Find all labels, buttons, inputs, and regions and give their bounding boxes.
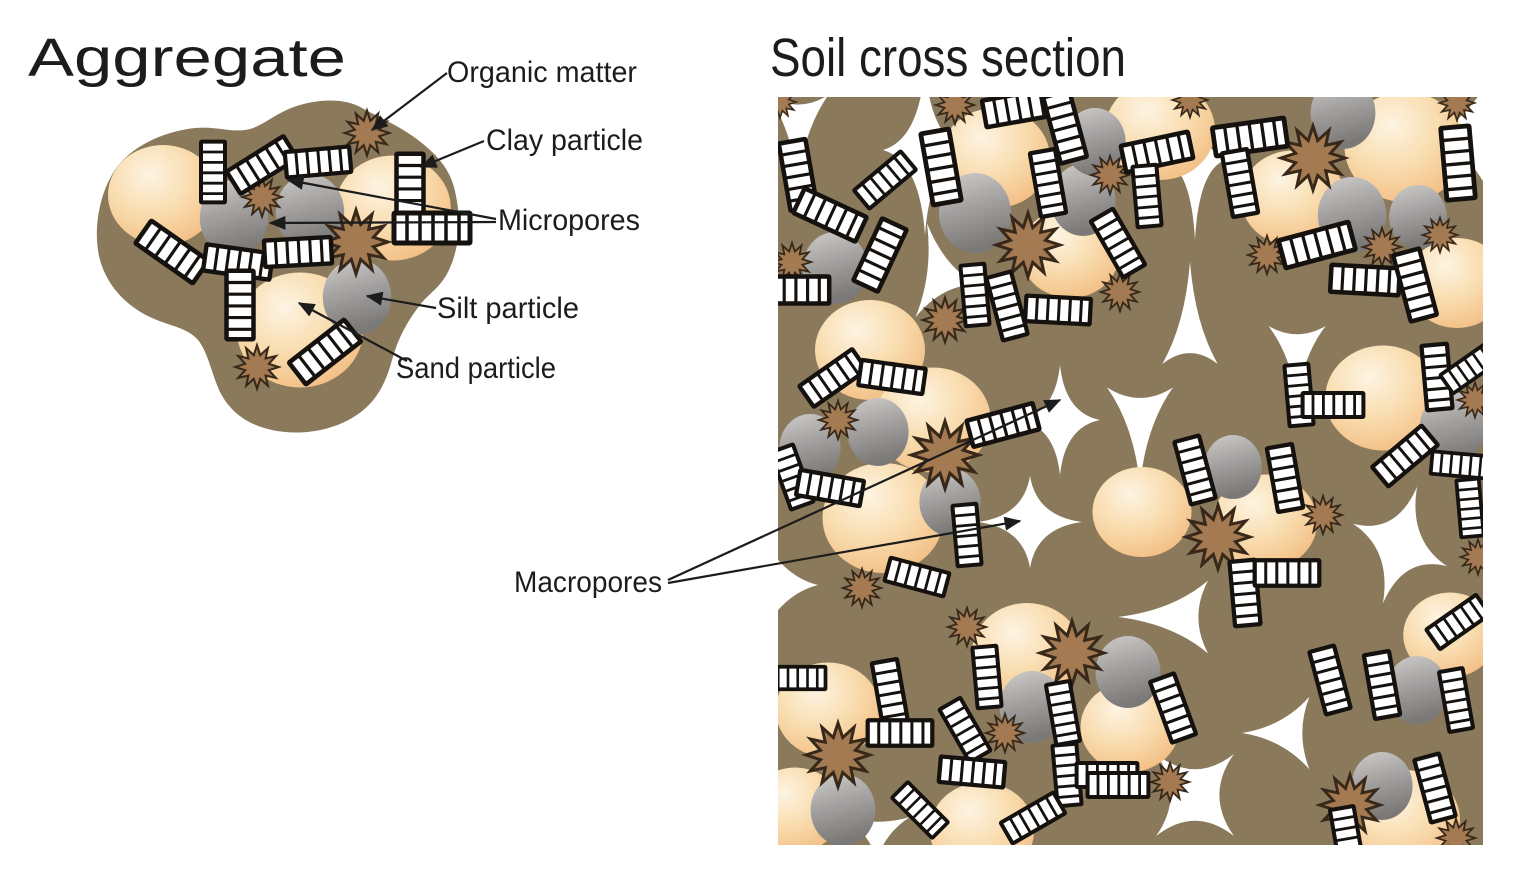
clay-particle bbox=[1132, 165, 1161, 228]
label-micropores: Micropores bbox=[498, 204, 640, 237]
aggregate-arrows bbox=[268, 72, 497, 362]
clay-particle bbox=[285, 146, 352, 177]
clay-particle bbox=[778, 664, 828, 692]
clay-particle bbox=[1428, 449, 1483, 481]
cross-section-panel: Soil cross section Macropores bbox=[514, 28, 1483, 845]
annotation-arrow bbox=[268, 215, 497, 230]
annotation-arrow bbox=[667, 516, 1022, 585]
clay-particle bbox=[952, 504, 981, 567]
macropore-space bbox=[1242, 696, 1310, 770]
macropore-space bbox=[1353, 486, 1447, 604]
clay-particle bbox=[264, 237, 332, 267]
clay-particle bbox=[1454, 476, 1483, 540]
annotation-arrow bbox=[297, 302, 408, 362]
silt-particle bbox=[847, 398, 909, 466]
label-silt-particle: Silt particle bbox=[437, 292, 579, 325]
macropore-space bbox=[915, 223, 978, 318]
macropore-space bbox=[978, 476, 1082, 568]
clay-particle bbox=[1255, 560, 1320, 586]
clay-particle bbox=[960, 264, 989, 327]
clay-particle bbox=[201, 142, 225, 203]
clay-particle bbox=[1025, 296, 1091, 325]
clay-particle bbox=[868, 720, 933, 746]
annotation-arrow bbox=[667, 399, 1062, 581]
clay-particle bbox=[227, 271, 254, 339]
cross-section-arrows bbox=[667, 399, 1062, 585]
clay-particle bbox=[761, 277, 829, 304]
clay-particle bbox=[394, 213, 470, 243]
label-sand-particle: Sand particle bbox=[396, 352, 556, 385]
annotation-arrow bbox=[370, 72, 448, 131]
aggregate-panel: Aggregate Organic matter Clay particle M… bbox=[28, 28, 643, 433]
annotation-arrow bbox=[419, 139, 485, 169]
cross-section-title: Soil cross section bbox=[770, 28, 1126, 88]
sand-particle bbox=[1092, 467, 1192, 557]
clay-particle bbox=[1441, 126, 1476, 200]
cross-section-area bbox=[761, 97, 1483, 845]
annotation-arrow bbox=[365, 291, 437, 310]
aggregate-labels: Organic matter Clay particle Micropores … bbox=[396, 56, 643, 385]
clay-particle bbox=[1330, 265, 1400, 296]
macropore-space bbox=[1020, 365, 1100, 475]
macropore-space bbox=[1162, 262, 1218, 364]
macropore-space bbox=[778, 559, 818, 611]
clay-particle bbox=[1303, 393, 1364, 417]
clay-particle bbox=[972, 646, 1001, 709]
label-macropores: Macropores bbox=[514, 566, 662, 599]
label-clay-particle: Clay particle bbox=[486, 124, 643, 157]
macropore-space bbox=[1118, 580, 1208, 654]
label-organic-matter: Organic matter bbox=[447, 56, 637, 89]
silt-particle bbox=[1095, 636, 1161, 708]
clay-particle bbox=[1088, 773, 1149, 797]
clay-particle bbox=[939, 756, 1006, 787]
macropore-space bbox=[1107, 387, 1173, 485]
aggregate-title: Aggregate bbox=[28, 28, 346, 88]
annotation-arrow bbox=[286, 175, 497, 221]
